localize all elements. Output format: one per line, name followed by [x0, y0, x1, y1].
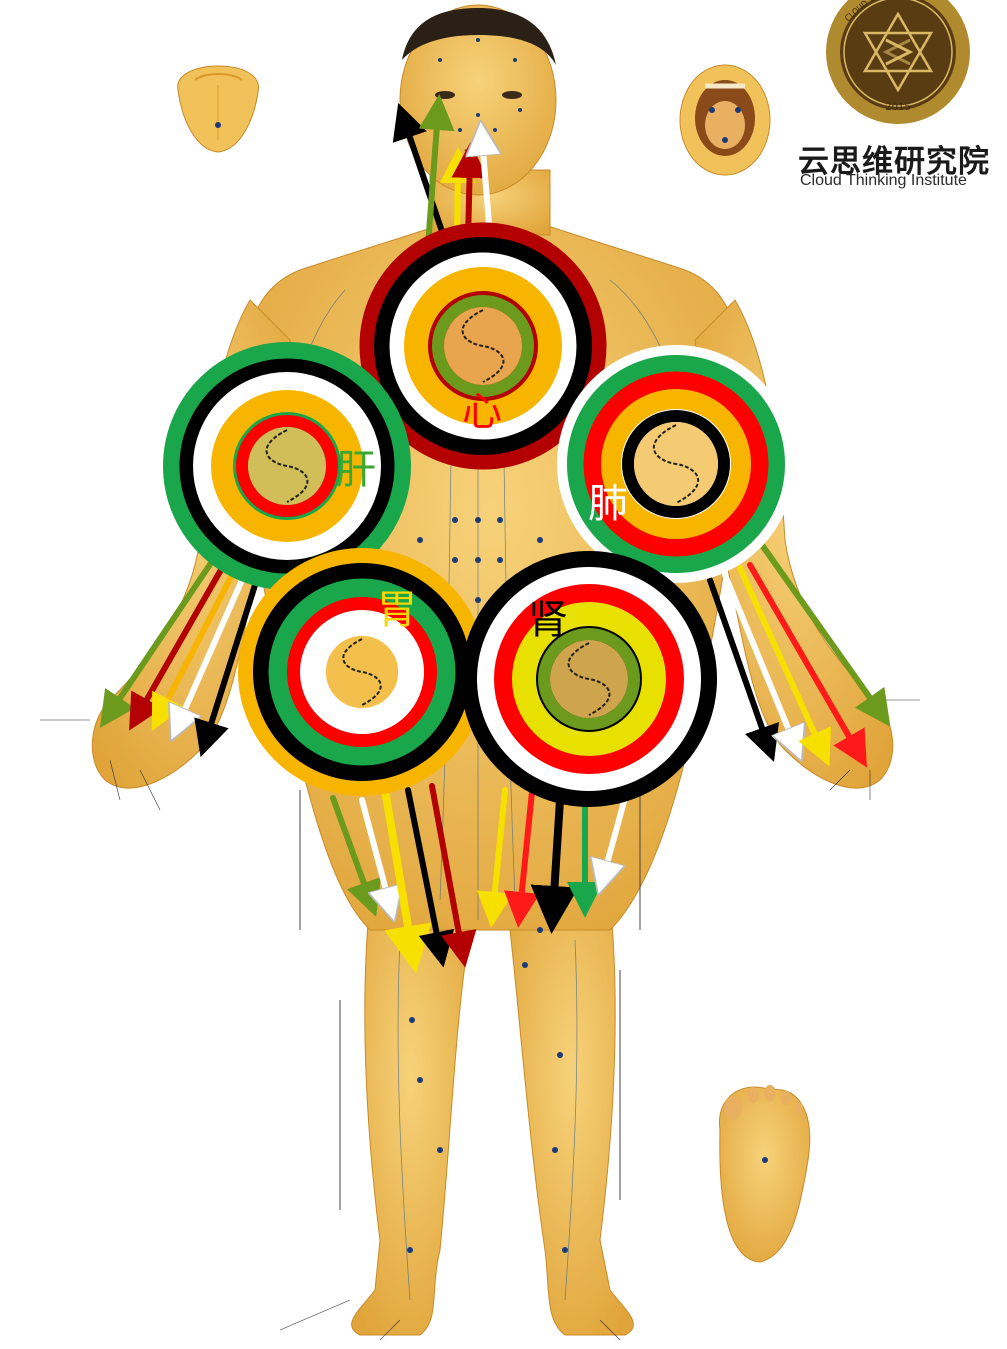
tongue-icon: [178, 66, 259, 152]
institute-name-en: Cloud Thinking Institute: [800, 172, 967, 190]
organ-ring-stomach: [239, 549, 485, 795]
mouth-icon: [680, 65, 770, 175]
organ-label-heart: 心: [462, 392, 502, 432]
seal-year: 2015: [885, 102, 910, 113]
organ-label-liver: 肝: [336, 450, 376, 490]
organ-label-kidney: 肾: [528, 600, 568, 640]
organ-label-stomach: 胃: [377, 590, 417, 630]
organ-ring-lung: [558, 346, 794, 582]
hexagram-seal-icon: 2015 CLOUD THINKING INSTITUTE: [826, 0, 970, 124]
ring-center: [326, 636, 398, 708]
foot-sole-icon: [719, 1085, 809, 1262]
organ-label-lung: 肺: [588, 484, 628, 524]
organ-ring-kidney: [462, 552, 716, 806]
